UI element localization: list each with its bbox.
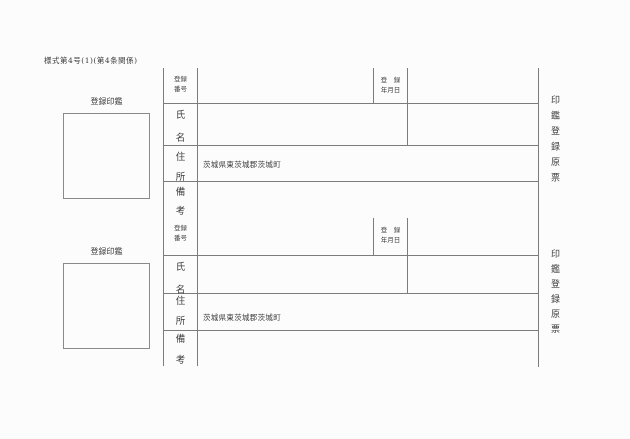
seal-registration-record-side-title: 印鑑登録原票: [549, 95, 559, 188]
table-border-line: [407, 68, 408, 145]
table-border-line: [163, 330, 538, 331]
table-border-line: [197, 68, 198, 366]
address-label: 住 所: [175, 296, 186, 327]
table-border-line: [373, 68, 374, 103]
registration-date-label: 登 録 年月日: [380, 76, 401, 94]
table-border-line: [163, 68, 164, 366]
name-label: 氏 名: [175, 262, 186, 296]
name-label: 氏 名: [175, 110, 186, 144]
remarks-label: 備 考: [175, 334, 186, 366]
seal-impression-box: [63, 263, 150, 349]
seal-impression-box: [63, 113, 150, 199]
table-border-line: [163, 293, 538, 294]
table-border-line: [163, 103, 538, 104]
registration-number-label: 登録 番号: [174, 75, 187, 93]
table-border-line: [373, 218, 374, 255]
seal-registration-record-side-title: 印鑑登録原票: [549, 249, 559, 339]
registered-seal-label: 登録印鑑: [90, 97, 123, 106]
registration-date-label: 登 録 年月日: [380, 226, 401, 244]
table-border-line: [538, 68, 539, 367]
form-style-number-title: 様式第4号(1)(第4条関係): [44, 56, 138, 65]
registered-seal-label: 登録印鑑: [90, 247, 123, 256]
address-label: 住 所: [175, 152, 186, 183]
registration-number-label: 登録 番号: [174, 224, 187, 242]
table-border-line: [163, 145, 538, 146]
remarks-label: 備 考: [175, 187, 186, 217]
address-value: 茨城県東茨城郡茨城町: [203, 313, 281, 322]
table-border-line: [163, 181, 538, 182]
address-value: 茨城県東茨城郡茨城町: [203, 160, 281, 169]
table-border-line: [163, 255, 538, 256]
